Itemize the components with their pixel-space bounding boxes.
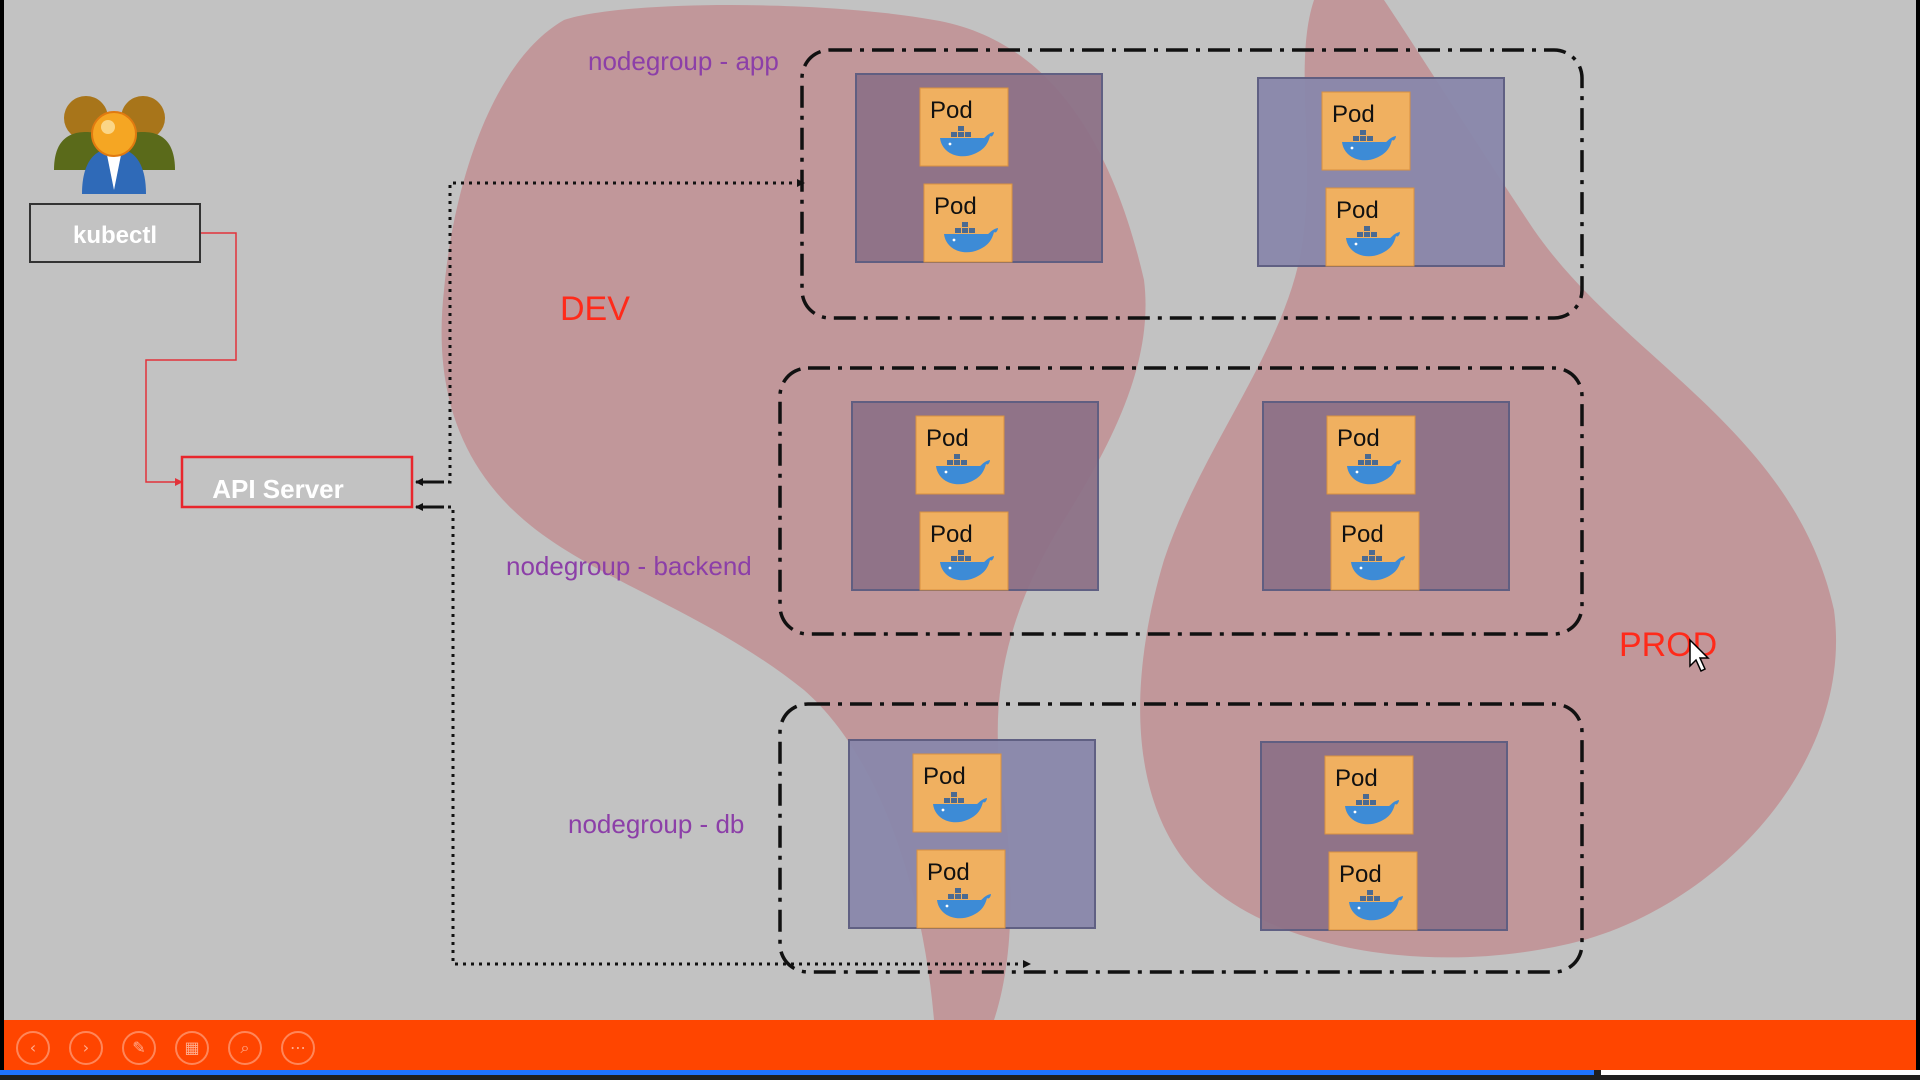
- pod-label: Pod: [1332, 101, 1375, 128]
- pod-label: Pod: [1341, 521, 1384, 548]
- pod-label: Pod: [926, 425, 969, 452]
- kubectl-label: kubectl: [73, 222, 157, 249]
- api-server-label: API Server: [212, 474, 344, 504]
- api-server-box: [180, 455, 414, 509]
- nodegroup-app-label: nodegroup - app: [588, 46, 779, 76]
- pod: Pod: [1325, 187, 1415, 267]
- pod-label: Pod: [1339, 861, 1382, 888]
- mouse-cursor-icon: [1689, 638, 1710, 673]
- kubectl-connector: [145, 232, 237, 486]
- pod-label: Pod: [934, 193, 977, 220]
- previous-slide-button[interactable]: ‹: [16, 1031, 50, 1065]
- zoom-button[interactable]: ⌕: [228, 1031, 262, 1065]
- nodegroup-backend-label: nodegroup - backend: [506, 551, 752, 581]
- pod-label: Pod: [1335, 765, 1378, 792]
- slide: kubectl API Server DEV PROD nodegroup - …: [4, 0, 1916, 1020]
- pod: Pod: [923, 183, 1013, 263]
- pod-label: Pod: [1337, 425, 1380, 452]
- pen-button[interactable]: ✎: [122, 1031, 156, 1065]
- pod: Pod: [1324, 755, 1414, 835]
- pod: Pod: [912, 753, 1002, 833]
- progress-remaining: [1601, 1070, 1920, 1075]
- pod: Pod: [1330, 511, 1420, 591]
- kubectl-box: [29, 203, 201, 263]
- presentation-toolbar: ‹ › ✎ ▦ ⌕ ⋯: [4, 1020, 1916, 1070]
- pod: Pod: [1326, 415, 1416, 495]
- kubernetes-diagram: kubectl API Server DEV PROD nodegroup - …: [29, 0, 1837, 1020]
- progress-fill: [0, 1070, 1594, 1075]
- dev-label: DEV: [560, 290, 630, 328]
- nodegroup-backend-boundary: [778, 366, 1584, 636]
- pod: Pod: [916, 849, 1006, 929]
- pod-label: Pod: [930, 521, 973, 548]
- pod-label: Pod: [930, 97, 973, 124]
- nodegroup-db-boundary: [778, 702, 1584, 974]
- pod: Pod: [919, 511, 1009, 591]
- next-slide-button[interactable]: ›: [69, 1031, 103, 1065]
- more-options-button[interactable]: ⋯: [281, 1031, 315, 1065]
- slide-progress-bar: [0, 1070, 1920, 1080]
- pod-label: Pod: [923, 763, 966, 790]
- users-icon: [54, 96, 175, 194]
- pod: Pod: [919, 87, 1009, 167]
- pod-label: Pod: [927, 859, 970, 886]
- pod: Pod: [915, 415, 1005, 495]
- pod: Pod: [1328, 851, 1418, 931]
- nodegroup-db-label: nodegroup - db: [568, 809, 744, 839]
- pod: Pod: [1321, 91, 1411, 171]
- slides-button[interactable]: ▦: [175, 1031, 209, 1065]
- pod-label: Pod: [1336, 197, 1379, 224]
